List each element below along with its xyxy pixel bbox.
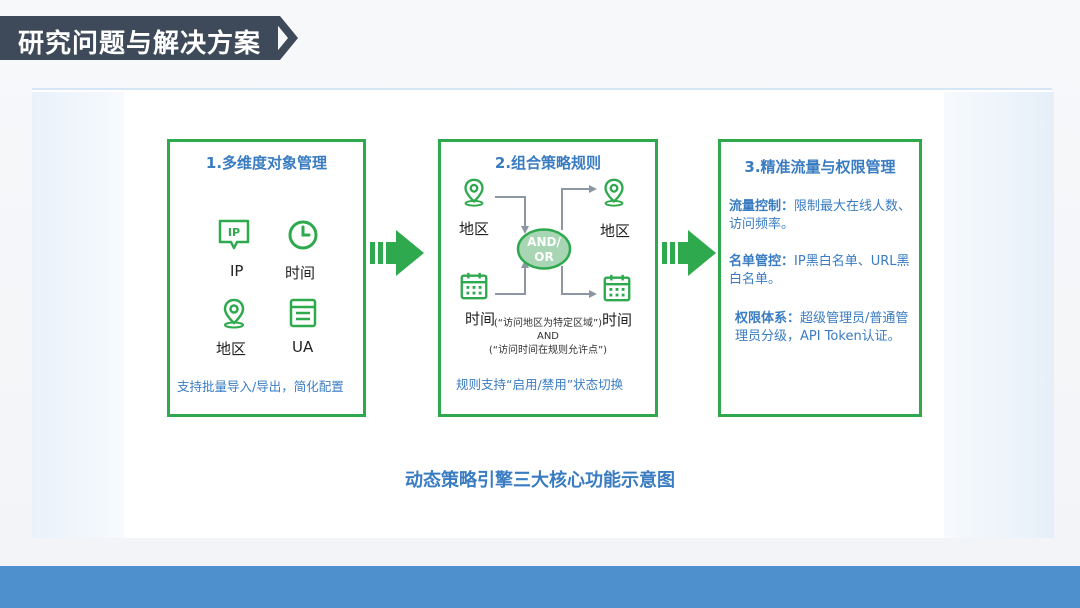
label-region-right: 地区 [600, 222, 631, 240]
flow-arrow-icon [662, 230, 716, 276]
panel-side-decoration-right [944, 92, 1054, 538]
location-icon [604, 178, 624, 207]
figure-caption: 动态策略引擎三大核心功能示意图 [405, 470, 675, 491]
operator-and: AND/ [527, 235, 561, 249]
label-region-left: 地区 [459, 220, 490, 238]
condition-and: AND [536, 331, 560, 342]
condition-time: (“访问时间在规则允许点”) [488, 345, 608, 356]
item-ip: IP [230, 262, 244, 280]
label-time-left: 时间 [465, 310, 496, 328]
ip-icon-text: IP [228, 226, 240, 239]
card-object-management: 1.多维度对象管理 IP IP 时间 地区 UA 支持批量导入/导出，简化配置 [167, 139, 366, 417]
ip-icon: IP [218, 219, 250, 250]
card-traffic-permission: 3.精准流量与权限管理 流量控制：限制最大在线人数、访问频率。 名单管控：IP黑… [718, 139, 922, 417]
and-or-node [516, 228, 572, 270]
flow-arrow-icon [370, 230, 424, 276]
user-agent-icon [289, 298, 317, 328]
calendar-icon [460, 272, 488, 300]
card-combined-rules: 2.组合策略规则 地区 时间 AND/ OR 地区 [438, 139, 658, 417]
section-heading: 流量控制： [729, 199, 795, 214]
page-title: 研究问题与解决方案 [18, 29, 262, 59]
footer-bar [0, 566, 1080, 608]
section-list-control: 名单管控：IP黑白名单、URL黑白名单。 [729, 253, 917, 289]
item-ua: UA [292, 338, 314, 356]
clock-icon [288, 220, 318, 250]
label-time-right: 时间 [602, 311, 633, 329]
location-icon [223, 298, 245, 329]
card-title: 1.多维度对象管理 [205, 154, 328, 172]
section-text: 超级管理员/普通管理员分级，API Token认证。 [735, 311, 909, 344]
section-text: IP黑白名单、URL黑白名单。 [729, 254, 910, 287]
condition-region: (“访问地区为特定区域”) [493, 318, 603, 329]
section-heading: 权限体系： [735, 311, 801, 326]
section-heading: 名单管控： [729, 254, 795, 269]
location-icon [464, 178, 484, 207]
card-title: 3.精准流量与权限管理 [744, 158, 896, 176]
section-text: 限制最大在线人数、访问频率。 [729, 199, 912, 232]
card-note: 支持批量导入/导出，简化配置 [177, 379, 344, 394]
calendar-icon [603, 274, 631, 302]
operator-or: OR [534, 250, 554, 264]
rule-connectors [495, 185, 597, 298]
panel-side-decoration-left [32, 92, 124, 538]
banner-background [0, 16, 278, 60]
item-region: 地区 [216, 340, 247, 358]
header-banner: 研究问题与解决方案 [0, 16, 300, 60]
item-time: 时间 [285, 264, 316, 282]
section-traffic-control: 流量控制：限制最大在线人数、访问频率。 [729, 198, 917, 234]
card-title: 2.组合策略规则 [494, 154, 602, 172]
banner-chevron-icon [270, 16, 298, 60]
section-permission-system: 权限体系：超级管理员/普通管理员分级，API Token认证。 [735, 310, 917, 346]
card-note: 规则支持“启用/禁用”状态切换 [456, 377, 624, 392]
